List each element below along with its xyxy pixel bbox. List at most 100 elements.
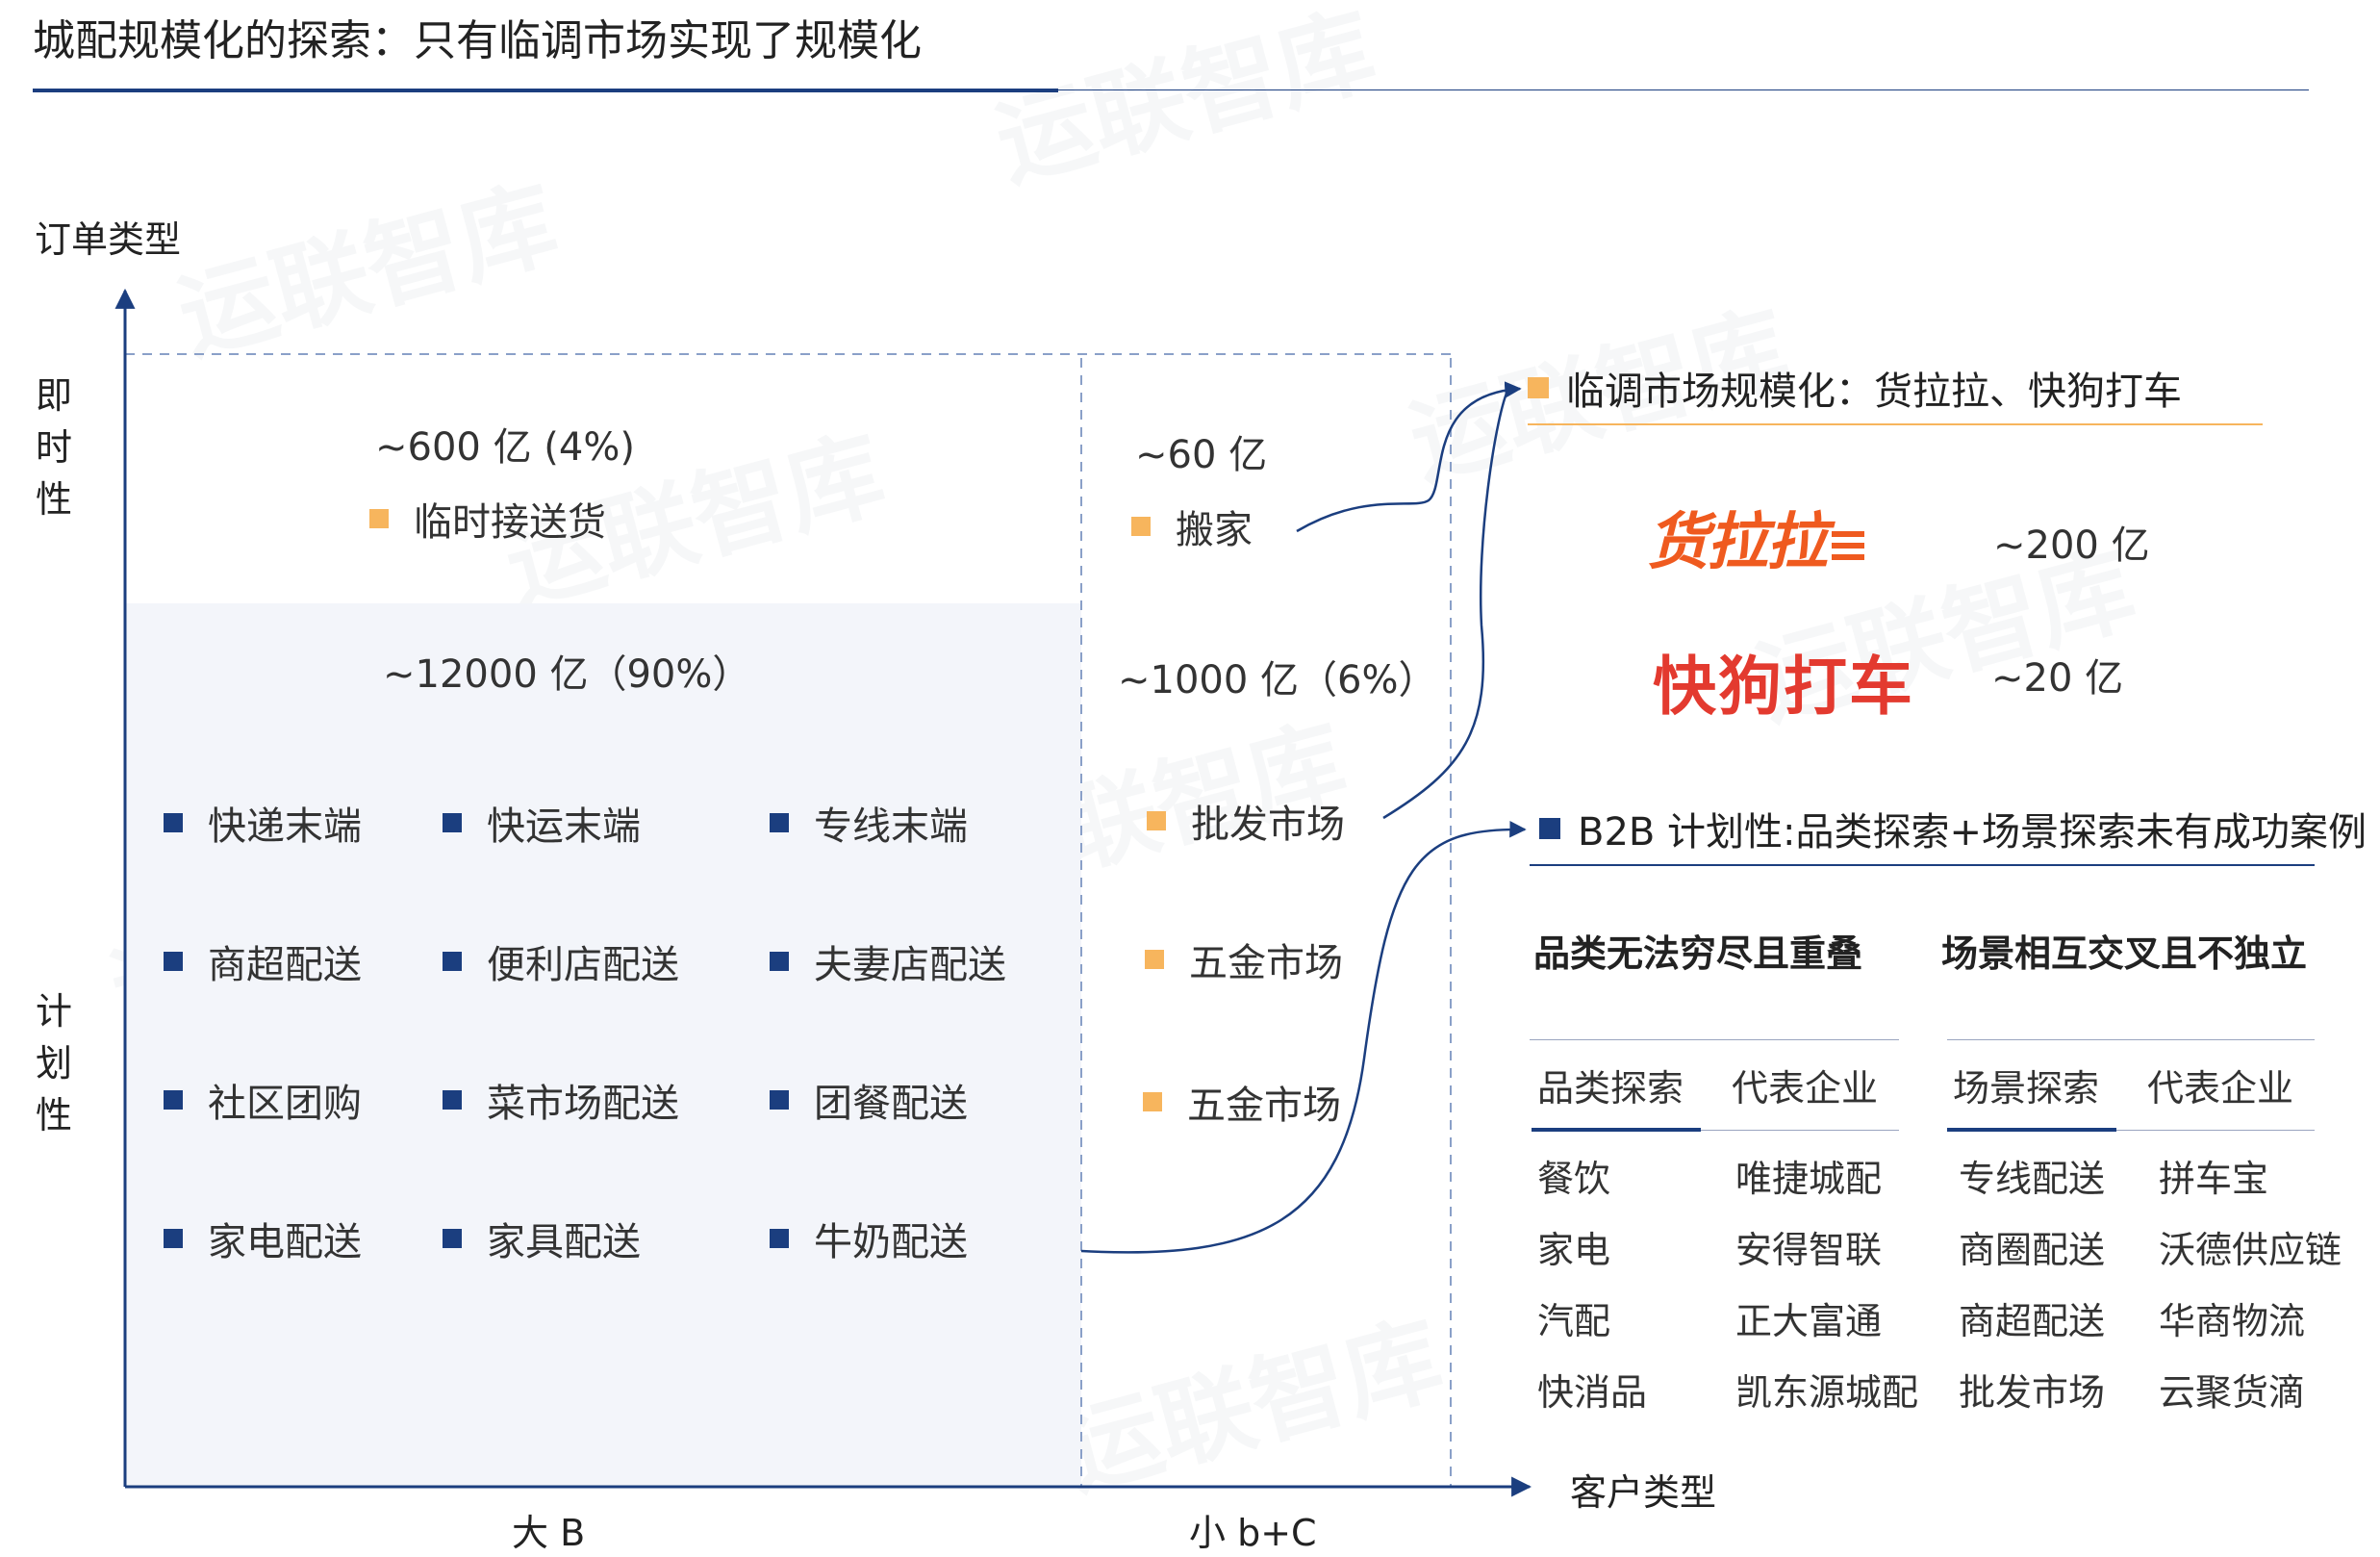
planned-bigB-item: 夫妻店配送 [770, 933, 1006, 989]
right-table-top-rule [1947, 1039, 2315, 1040]
table-cell: 安得智联 [1735, 1229, 1883, 1271]
kuaigou-logo: 快狗打车 [1653, 650, 1914, 724]
x-axis-right-label: 小 b+C [1189, 1512, 1317, 1554]
planned-smallb-size: ~1000 亿（6%） [1118, 658, 1437, 702]
x-axis-left-label: 大 B [512, 1512, 586, 1554]
huolala-logo: 货拉拉 [1647, 493, 1864, 581]
planned-bigB-item: 快运末端 [443, 795, 641, 851]
item-label: 便利店配送 [487, 943, 679, 987]
navy-square-icon [770, 1229, 789, 1248]
panel-title-text: B2B 计划性:品类探索+场景探索未有成功案例 [1578, 810, 2367, 855]
dashed-grid [125, 353, 1452, 1487]
planned-bigB-item: 商超配送 [164, 933, 362, 989]
planned-bigB-item: 快递末端 [164, 795, 362, 851]
orange-square-icon [1528, 377, 1549, 398]
left-table-top-rule [1530, 1039, 1899, 1040]
planned-bigB-item: 家电配送 [164, 1211, 362, 1266]
huolala-value: ~200 亿 [1993, 523, 2150, 568]
page-title: 城配规模化的探索：只有临调市场实现了规模化 [33, 16, 922, 65]
left-header-underline [1532, 1128, 1701, 1132]
table-cell: 华商物流 [2159, 1300, 2306, 1342]
left-table-header: 品类探索 [1537, 1067, 1684, 1110]
y-axis-bottom-label: 计划性 [35, 990, 72, 1136]
kuaigou-value: ~20 亿 [1991, 656, 2124, 701]
table-cell: 拼车宝 [2159, 1158, 2269, 1200]
b2b-panel-title: B2B 计划性:品类探索+场景探索未有成功案例 [1539, 801, 2367, 856]
table-cell: 商圈配送 [1959, 1229, 2106, 1271]
table-cell: 专线配送 [1959, 1158, 2106, 1200]
item-label: 家具配送 [487, 1220, 641, 1264]
planned-bigB-item: 团餐配送 [770, 1072, 968, 1128]
right-table-header: 场景探索 [1953, 1067, 2100, 1110]
orange-square-icon [1147, 811, 1166, 830]
table-cell: 商超配送 [1959, 1300, 2106, 1342]
table-cell: 唯捷城配 [1735, 1158, 1883, 1200]
item-label: 快运末端 [487, 804, 641, 849]
item-label: 商超配送 [208, 943, 362, 987]
speed-lines-icon [1832, 525, 1864, 566]
navy-square-icon [164, 1090, 183, 1110]
item-label: 专线末端 [814, 804, 968, 849]
navy-square-icon [1539, 818, 1560, 839]
panel-title-text: 临调市场规模化：货拉拉、快狗打车 [1566, 370, 2182, 414]
navy-square-icon [443, 1229, 462, 1248]
navy-square-icon [443, 813, 462, 832]
left-table-header: 代表企业 [1732, 1067, 1879, 1110]
arrow-wholesale-to-panel [1382, 388, 1510, 820]
orange-square-icon [1145, 950, 1164, 969]
item-label: 牛奶配送 [814, 1220, 968, 1264]
navy-square-icon [443, 952, 462, 971]
item-label: 批发市场 [1191, 803, 1345, 847]
planned-smallb-item: 批发市场 [1147, 793, 1345, 849]
right-table-header: 代表企业 [2147, 1067, 2294, 1110]
navy-square-icon [770, 813, 789, 832]
table-cell: 批发市场 [1959, 1371, 2106, 1414]
title-underline [33, 89, 1058, 92]
item-label: 家电配送 [208, 1220, 362, 1264]
orange-square-icon [1131, 517, 1151, 536]
item-label: 搬家 [1176, 508, 1253, 552]
item-label: 团餐配送 [814, 1082, 968, 1126]
planned-region [125, 603, 1081, 1487]
instant-panel-title: 临调市场规模化：货拉拉、快狗打车 [1528, 360, 2182, 416]
navy-square-icon [164, 952, 183, 971]
orange-square-icon [369, 509, 389, 528]
table-cell: 正大富通 [1735, 1300, 1883, 1342]
y-axis-title: 订单类型 [35, 218, 182, 261]
table-cell: 沃德供应链 [2159, 1229, 2342, 1271]
navy-square-icon [770, 1090, 789, 1110]
b2b-right-subtitle: 场景相互交叉且不独立 [1941, 932, 2308, 975]
x-axis-title: 客户类型 [1570, 1471, 1717, 1514]
planned-bigB-item: 社区团购 [164, 1072, 362, 1128]
planned-smallb-item: 五金市场 [1143, 1074, 1341, 1130]
table-cell: 云聚货滴 [2159, 1371, 2306, 1414]
instant-bigB-item: 临时接送货 [369, 491, 606, 547]
b2b-left-subtitle: 品类无法穷尽且重叠 [1533, 932, 1863, 975]
right-header-rule [2116, 1130, 2315, 1131]
arrow-move-to-panel [1296, 381, 1522, 533]
item-label: 五金市场 [1187, 1084, 1341, 1128]
right-header-underline [1947, 1128, 2116, 1132]
table-cell: 快消品 [1537, 1371, 1648, 1414]
navy-square-icon [770, 952, 789, 971]
item-label: 社区团购 [208, 1082, 362, 1126]
instant-bigB-size: ~600 亿 (4%) [375, 425, 635, 470]
planned-smallb-item: 五金市场 [1145, 932, 1343, 987]
item-label: 夫妻店配送 [814, 943, 1006, 987]
planned-bigB-item: 家具配送 [443, 1211, 641, 1266]
left-header-rule [1701, 1130, 1899, 1131]
instant-smallb-item: 搬家 [1131, 498, 1253, 554]
arrow-planned-to-b2b [1080, 820, 1527, 1254]
planned-bigB-item: 便利店配送 [443, 933, 679, 989]
navy-square-icon [443, 1090, 462, 1110]
b2b-panel-rule [1530, 864, 2315, 866]
planned-bigB-item: 牛奶配送 [770, 1211, 968, 1266]
item-label: 菜市场配送 [487, 1082, 679, 1126]
title-rule [1058, 89, 2309, 90]
table-cell: 汽配 [1537, 1300, 1611, 1342]
orange-square-icon [1143, 1092, 1162, 1111]
y-axis-top-label: 即时性 [35, 374, 72, 521]
huolala-logo-text: 货拉拉 [1647, 507, 1828, 578]
instant-panel-rule [1528, 423, 2263, 425]
